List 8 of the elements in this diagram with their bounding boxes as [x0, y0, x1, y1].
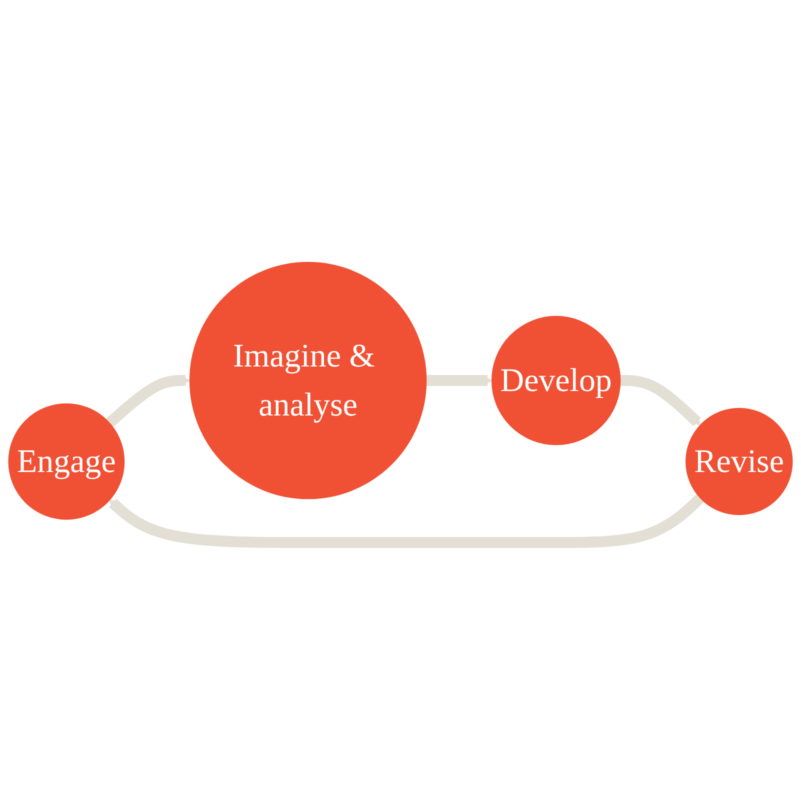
arrow [426, 375, 492, 386]
arrow [106, 375, 190, 428]
node-circle: Revise [686, 408, 793, 516]
arrow [620, 375, 702, 426]
arrow [108, 494, 704, 548]
node-circle: Engage [8, 403, 125, 520]
node-circle: Develop [491, 316, 621, 446]
node-circle: Imagine & analyse [189, 262, 427, 500]
